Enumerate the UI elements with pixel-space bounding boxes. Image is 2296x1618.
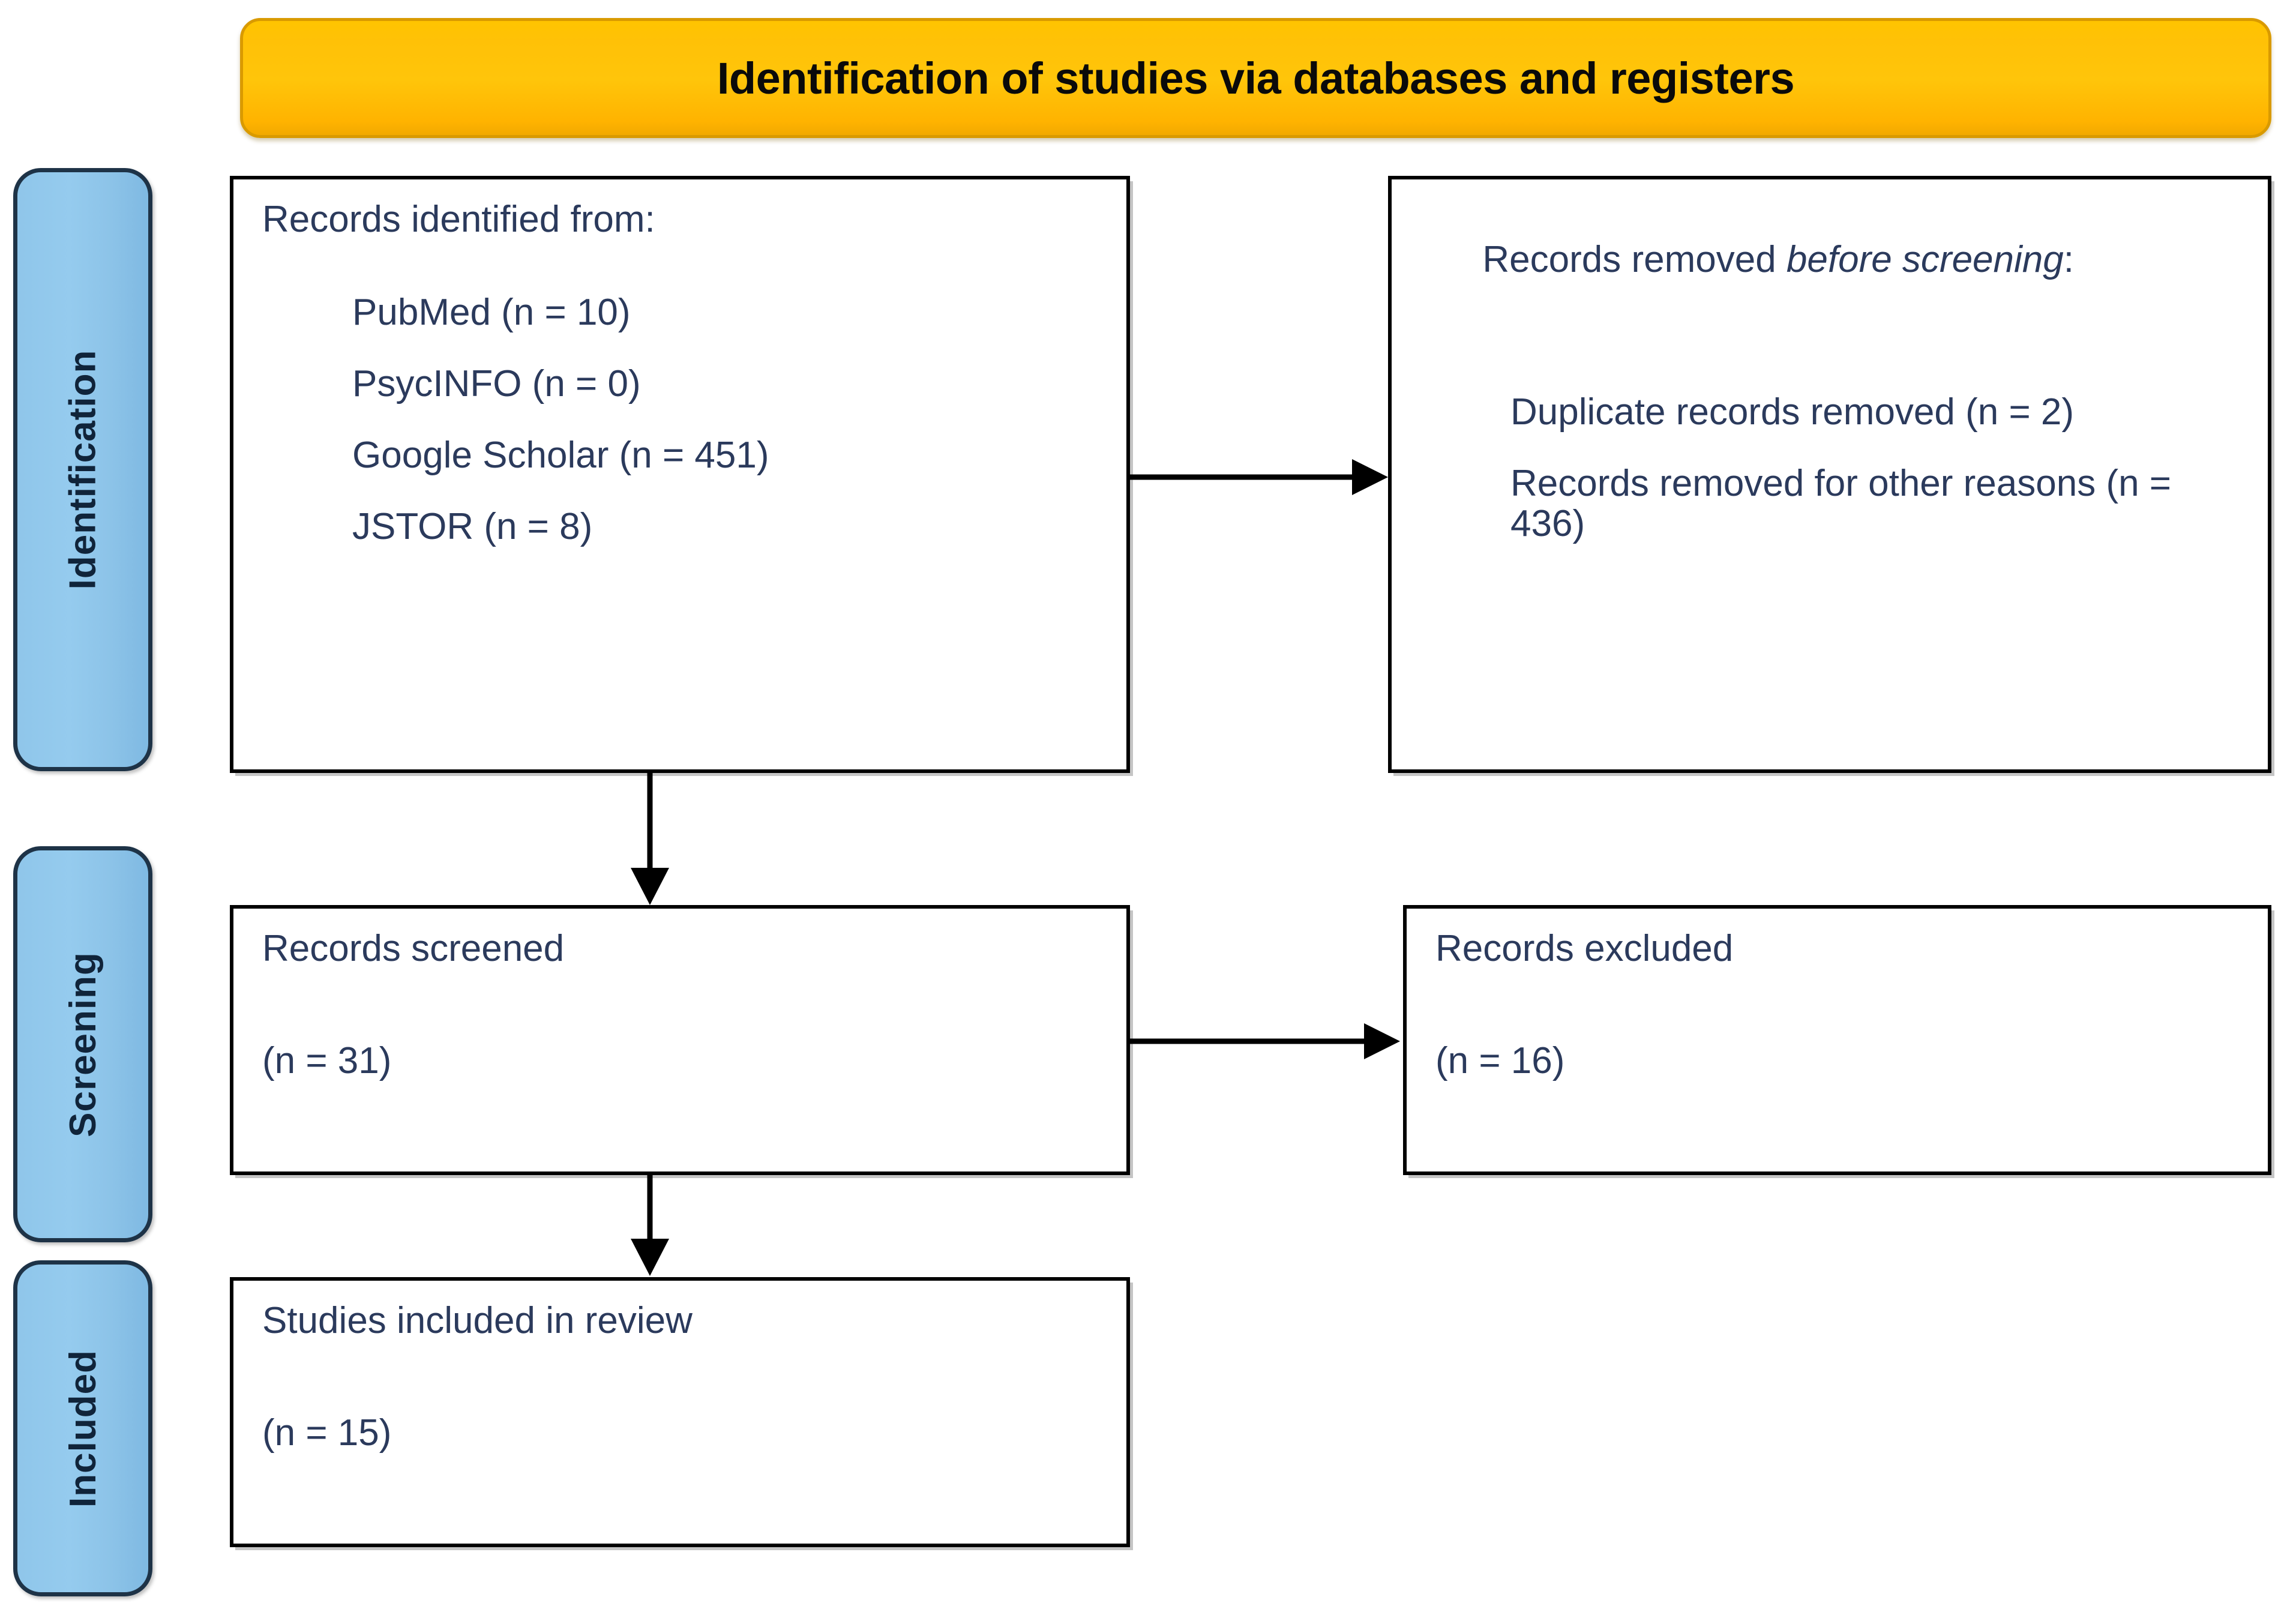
records-identified-item-jstor: JSTOR (n = 8) xyxy=(352,505,593,547)
spacer xyxy=(262,969,1098,1041)
studies-included-count: (n = 15) xyxy=(262,1412,392,1454)
records-screened-heading: Records screened xyxy=(262,928,565,969)
spacer xyxy=(262,476,1098,507)
records-removed-item-duplicates: Duplicate records removed (n = 2) xyxy=(1510,391,2075,433)
spacer xyxy=(1435,969,2239,1041)
box-records-identified: Records identified from: PubMed (n = 10)… xyxy=(230,176,1130,773)
stage-label-screening: Screening xyxy=(13,846,152,1242)
records-excluded-count: (n = 16) xyxy=(1435,1039,1565,1081)
stage-label-identification-text: Identification xyxy=(62,349,104,590)
box-records-screened: Records screened (n = 31) xyxy=(230,905,1130,1175)
records-excluded-heading: Records excluded xyxy=(1435,928,1734,969)
records-identified-item-psycinfo: PsycINFO (n = 0) xyxy=(352,362,641,404)
records-removed-heading-italic: before screening xyxy=(1786,238,2064,280)
spacer xyxy=(262,1341,1098,1413)
header-title: Identification of studies via databases … xyxy=(717,53,1795,103)
header-banner: Identification of studies via databases … xyxy=(240,18,2271,138)
spacer xyxy=(1420,320,2239,392)
box-studies-included: Studies included in review (n = 15) xyxy=(230,1277,1130,1547)
spacer xyxy=(262,333,1098,364)
stage-label-included-text: Included xyxy=(62,1349,104,1508)
arrow-screened-to-excluded xyxy=(1130,1020,1406,1062)
arrow-identified-to-removed xyxy=(1130,456,1394,498)
spacer xyxy=(262,404,1098,436)
arrow-screened-to-included xyxy=(623,1175,677,1280)
studies-included-heading: Studies included in review xyxy=(262,1300,693,1341)
box-records-excluded: Records excluded (n = 16) xyxy=(1403,905,2271,1175)
records-removed-heading: Records removed before screening: xyxy=(1420,200,2239,320)
box-records-removed: Records removed before screening: Duplic… xyxy=(1388,176,2271,773)
stage-label-screening-text: Screening xyxy=(62,951,104,1137)
records-identified-item-google-scholar: Google Scholar (n = 451) xyxy=(352,434,769,476)
records-identified-item-pubmed: PubMed (n = 10) xyxy=(352,291,631,333)
arrow-identified-to-screened xyxy=(623,773,677,911)
stage-label-included: Included xyxy=(13,1260,152,1596)
records-removed-heading-part1: Records removed xyxy=(1482,238,1787,280)
records-removed-heading-part2: : xyxy=(2063,238,2074,280)
spacer xyxy=(1420,433,2239,464)
records-screened-count: (n = 31) xyxy=(262,1039,392,1081)
stage-label-identification: Identification xyxy=(13,168,152,771)
records-identified-heading: Records identified from: xyxy=(262,199,655,240)
spacer xyxy=(262,240,1098,293)
records-removed-item-other-reasons: Records removed for other reasons (n = 4… xyxy=(1510,462,2182,544)
